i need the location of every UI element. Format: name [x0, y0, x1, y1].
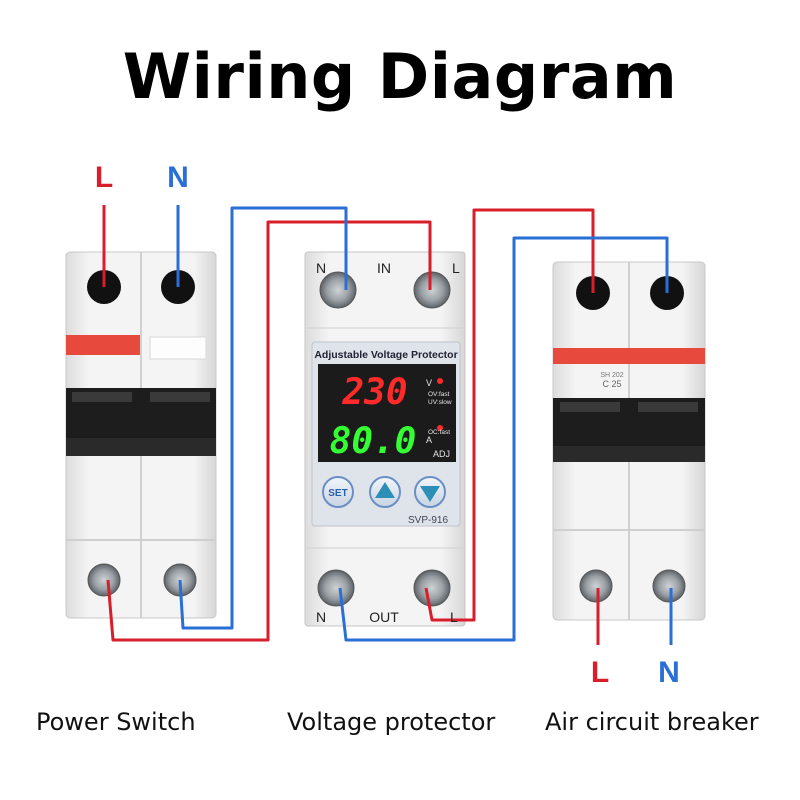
load-l-label: L: [591, 656, 609, 689]
breaker-model: SH 202: [600, 372, 623, 379]
arrow-down-icon: [420, 486, 440, 502]
switch-to-protector-n-wire: [178, 206, 348, 630]
set-button[interactable]: [322, 476, 354, 508]
unit-v: V: [426, 378, 432, 388]
voltage-display: 230: [341, 372, 407, 413]
diagram-title: Wiring Diagram: [122, 40, 678, 113]
power-switch: [65, 251, 217, 619]
protector-bottom-n-screw: [317, 569, 355, 607]
protector-top-n-screw: [319, 271, 357, 309]
protector-bottom-l-screw: [413, 569, 451, 607]
breaker-rating: C 25: [602, 379, 621, 389]
protector-display: [318, 364, 456, 462]
breaker-bottom-l-screw: [579, 569, 613, 603]
oc-fast-label: OC:fast: [428, 429, 450, 436]
caption-voltage-protector: Voltage protector: [287, 708, 496, 736]
protector-bottom-out-label: OUT: [369, 609, 399, 625]
protector-header: Adjustable Voltage Protector: [314, 349, 457, 361]
protector-to-breaker-l-wire: [424, 208, 595, 622]
breaker-bottom-n-screw: [652, 569, 686, 603]
protector-top-l-label: L: [452, 260, 460, 276]
protector-to-breaker-n-wire: [338, 236, 669, 642]
protector-top-in-label: IN: [377, 260, 391, 276]
supply-n-label: N: [167, 161, 189, 194]
unit-a: A: [426, 435, 432, 445]
protector-bottom-l-label: L: [450, 609, 458, 625]
air-circuit-breaker: [552, 261, 706, 621]
protector-bottom-n-label: N: [316, 609, 326, 625]
switch-to-protector-l-wire: [106, 220, 432, 642]
caption-power-switch: Power Switch: [36, 708, 196, 736]
arrow-up-icon: [375, 482, 395, 498]
adj-label: ADJ: [433, 449, 450, 459]
load-n-label: N: [658, 656, 680, 689]
caption-air-breaker: Air circuit breaker: [545, 708, 759, 736]
protector-model: SVP-916: [408, 515, 448, 526]
wires: [102, 205, 673, 645]
set-label: SET: [328, 488, 347, 499]
protector-top-l-screw: [413, 271, 451, 309]
voltage-protector: [304, 251, 466, 627]
ov-fast-label: OV:fast: [428, 391, 450, 398]
uv-slow-label: UV:slow: [428, 399, 452, 406]
breaker-stripe: [553, 348, 705, 364]
power-switch-stripe: [66, 335, 140, 355]
protector-top-n-label: N: [316, 260, 326, 276]
power-switch-bottom-l-screw: [87, 563, 121, 597]
supply-l-label: L: [95, 161, 113, 194]
current-display: 80.0: [330, 421, 417, 462]
